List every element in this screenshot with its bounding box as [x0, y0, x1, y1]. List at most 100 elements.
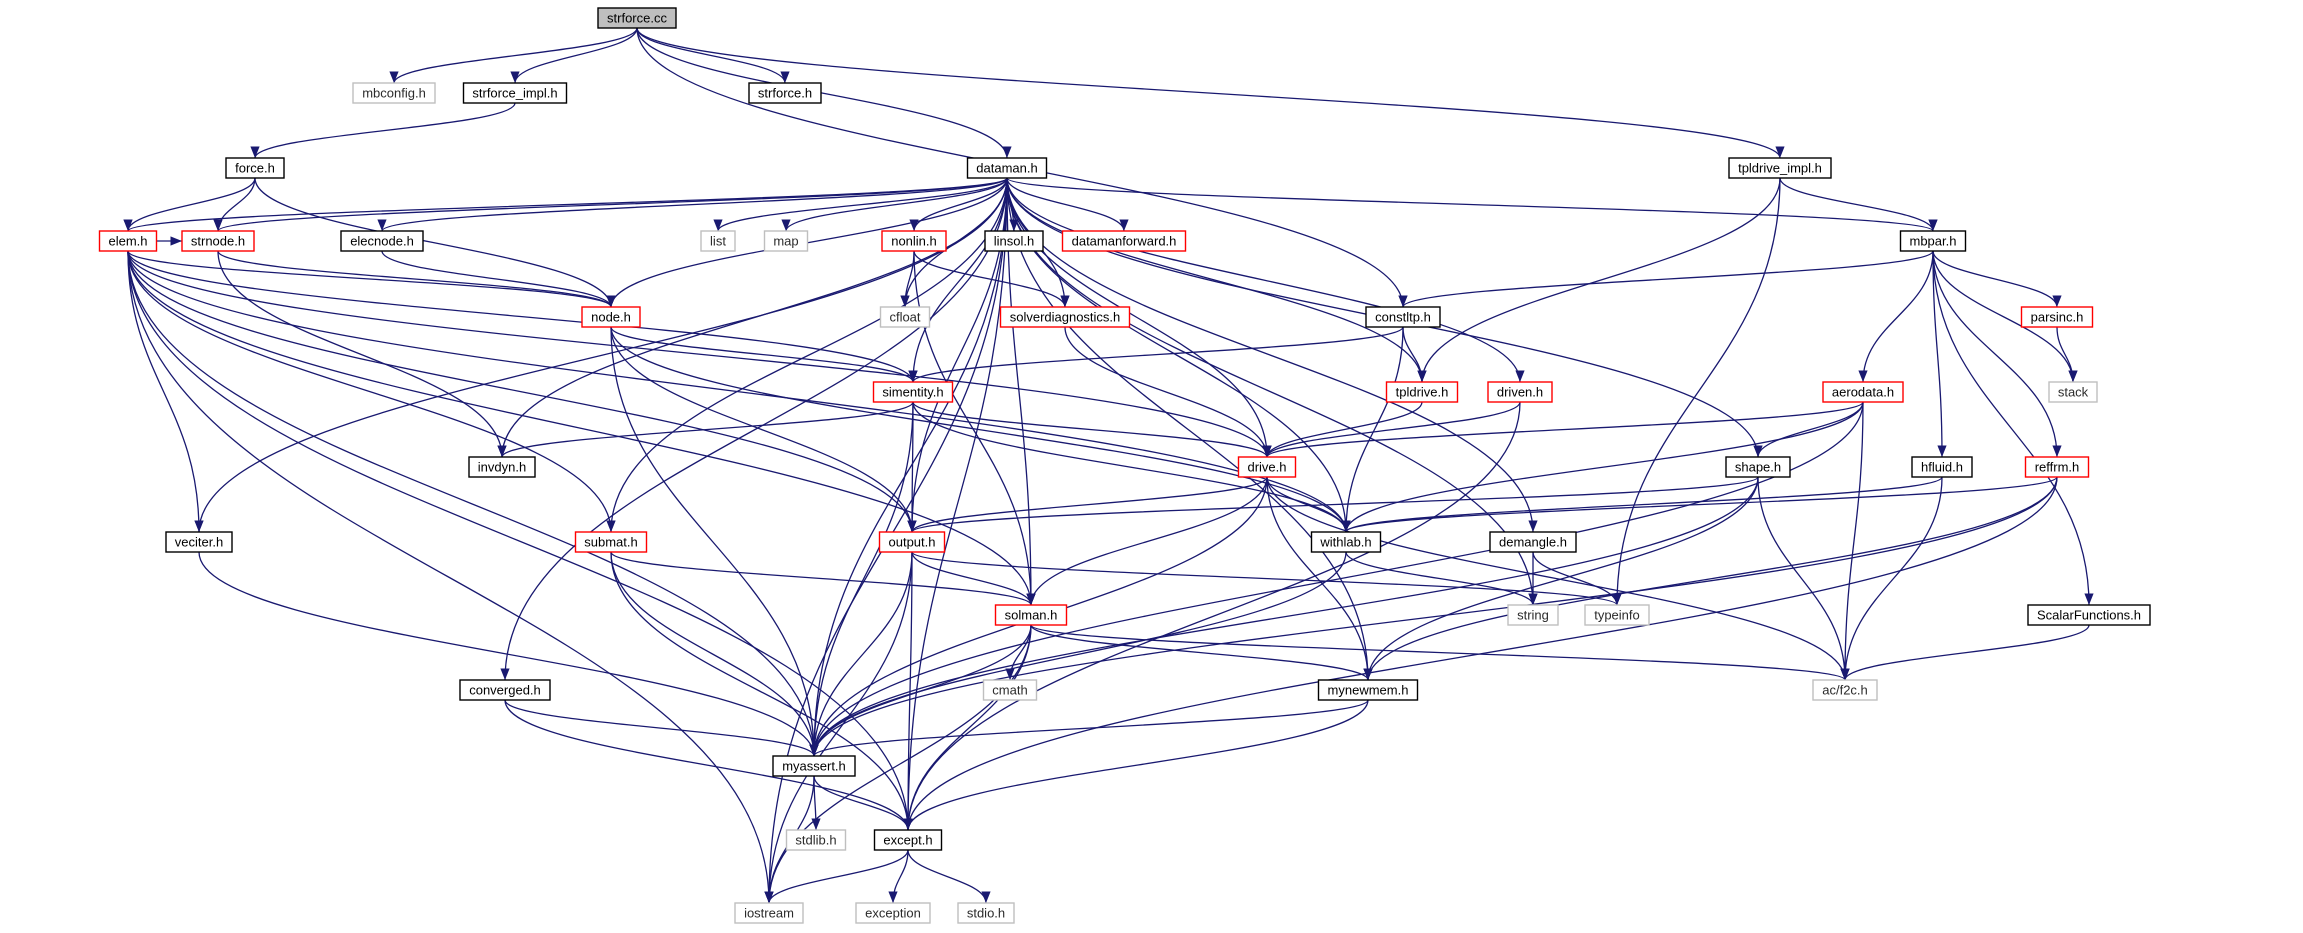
node-box: [1385, 381, 1459, 403]
node-constltp-h[interactable]: constltp.h: [1365, 306, 1441, 328]
node-force-h[interactable]: force.h: [225, 157, 285, 179]
node-box: [340, 230, 424, 252]
node-stdlib-h[interactable]: stdlib.h: [785, 829, 847, 851]
node-box: [462, 82, 568, 104]
edge-dataman_h-to-datamanforward_h: [1006, 177, 1129, 232]
node-label: ScalarFunctions.h: [2037, 608, 2141, 623]
edge-dataman_h-to-mbpar_h: [1006, 177, 1938, 232]
node-list[interactable]: list: [700, 230, 736, 252]
node-iostream[interactable]: iostream: [734, 902, 804, 924]
node-linsol-h[interactable]: linsol.h: [984, 230, 1044, 252]
node-nonlin-h[interactable]: nonlin.h: [881, 230, 947, 252]
node-typeinfo[interactable]: typeinfo: [1584, 604, 1650, 626]
node-label: strforce_impl.h: [472, 86, 557, 101]
node-box: [984, 230, 1044, 252]
edge-strnode_h-to-invdyn_h: [217, 250, 507, 458]
node-mbconfig-h[interactable]: mbconfig.h: [352, 82, 436, 104]
edge-mbpar_h-to-constltp_h: [1398, 250, 1934, 308]
node-box: [878, 531, 946, 553]
node-node-h[interactable]: node.h: [581, 306, 641, 328]
node-map[interactable]: map: [763, 230, 809, 252]
node-solverdiagnostics-h[interactable]: solverdiagnostics.h: [999, 306, 1131, 328]
node-drive-h[interactable]: drive.h: [1237, 456, 1297, 478]
node-cmath[interactable]: cmath: [982, 679, 1038, 701]
node-output-h[interactable]: output.h: [878, 531, 946, 553]
node-stack[interactable]: stack: [2048, 381, 2098, 403]
edge-dataman_h-to-map: [781, 177, 1008, 232]
edge-node_h-to-simentity_h: [610, 326, 918, 383]
node-cfloat[interactable]: cfloat: [879, 306, 931, 328]
edge-ScalarFunctions_h-to-ac_f2c_h: [1840, 624, 2090, 681]
node-box: [1812, 679, 1878, 701]
node-label: aerodata.h: [1832, 385, 1894, 400]
node-dataman-h[interactable]: dataman.h: [966, 157, 1048, 179]
edge-solverdiagnostics_h-to-drive_h: [1064, 326, 1272, 458]
node-strnode-h[interactable]: strnode.h: [181, 230, 255, 252]
node-label: strforce.h: [758, 86, 812, 101]
node-mbpar-h[interactable]: mbpar.h: [1899, 230, 1967, 252]
node-label: typeinfo: [1594, 608, 1640, 623]
node-stdio-h[interactable]: stdio.h: [957, 902, 1015, 924]
node-label: driven.h: [1497, 385, 1543, 400]
node-box: [872, 381, 954, 403]
node-label: demangle.h: [1499, 535, 1567, 550]
node-hfluid-h[interactable]: hfluid.h: [1911, 456, 1973, 478]
node-driven-h[interactable]: driven.h: [1487, 381, 1553, 403]
node-ac-f2c-h[interactable]: ac/f2c.h: [1812, 679, 1878, 701]
node-submat-h[interactable]: submat.h: [574, 531, 648, 553]
node-box: [855, 902, 931, 924]
node-strforce-cc[interactable]: strforce.cc: [597, 7, 677, 29]
node-box: [1725, 456, 1791, 478]
node-box: [772, 755, 856, 777]
edge-elem_h-to-veciter_h: [127, 250, 204, 533]
edge-converged_h-to-except_h: [504, 699, 913, 831]
edge-dataman_h-to-veciter_h: [194, 177, 1008, 533]
node-invdyn-h[interactable]: invdyn.h: [468, 456, 536, 478]
node-exception[interactable]: exception: [855, 902, 931, 924]
node-label: cmath: [992, 683, 1027, 698]
node-strforce-h[interactable]: strforce.h: [748, 82, 822, 104]
node-mynewmem-h[interactable]: mynewmem.h: [1317, 679, 1419, 701]
node-label: string: [1517, 608, 1549, 623]
node-label: constltp.h: [1375, 310, 1431, 325]
node-elem-h[interactable]: elem.h: [98, 230, 158, 252]
edge-except_h-to-stdio_h: [907, 849, 991, 904]
node-label: tpldrive_impl.h: [1738, 161, 1822, 176]
node-box: [165, 531, 233, 553]
node-string[interactable]: string: [1507, 604, 1559, 626]
node-elecnode-h[interactable]: elecnode.h: [340, 230, 424, 252]
node-label: stack: [2058, 385, 2089, 400]
node-solman-h[interactable]: solman.h: [994, 604, 1068, 626]
node-reffrm-h[interactable]: reffrm.h: [2024, 456, 2090, 478]
node-parsinc-h[interactable]: parsinc.h: [2020, 306, 2094, 328]
node-aerodata-h[interactable]: aerodata.h: [1822, 381, 1904, 403]
node-datamanforward-h[interactable]: datamanforward.h: [1061, 230, 1187, 252]
node-simentity-h[interactable]: simentity.h: [872, 381, 954, 403]
node-label: simentity.h: [882, 385, 943, 400]
edge-simentity_h-to-drive_h: [912, 401, 1272, 458]
node-veciter-h[interactable]: veciter.h: [165, 531, 233, 553]
node-box: [700, 230, 736, 252]
node-tpldrive-h[interactable]: tpldrive.h: [1385, 381, 1459, 403]
node-tpldrive-impl-h[interactable]: tpldrive_impl.h: [1728, 157, 1832, 179]
node-label: dataman.h: [976, 161, 1037, 176]
edge-elem_h-to-submat_h: [127, 250, 616, 533]
node-ScalarFunctions-h[interactable]: ScalarFunctions.h: [2027, 604, 2151, 626]
node-converged-h[interactable]: converged.h: [459, 679, 551, 701]
node-shape-h[interactable]: shape.h: [1725, 456, 1791, 478]
edge-dataman_h-to-strnode_h: [213, 177, 1008, 232]
edge-elem_h-to-solman_h: [127, 250, 1036, 606]
edge-reffrm_h-to-myassert_h: [809, 476, 2058, 757]
edge-dataman_h-to-node_h: [606, 177, 1008, 308]
edge-drive_h-to-mynewmem_h: [1266, 476, 1373, 681]
edge-dataman_h-to-simentity_h: [908, 177, 1008, 383]
node-myassert-h[interactable]: myassert.h: [772, 755, 856, 777]
node-strforce-impl-h[interactable]: strforce_impl.h: [462, 82, 568, 104]
node-demangle-h[interactable]: demangle.h: [1489, 531, 1577, 553]
node-label: elecnode.h: [350, 234, 414, 249]
node-withlab-h[interactable]: withlab.h: [1310, 531, 1382, 553]
node-label: exception: [865, 906, 921, 921]
node-box: [879, 306, 931, 328]
node-except-h[interactable]: except.h: [873, 829, 943, 851]
